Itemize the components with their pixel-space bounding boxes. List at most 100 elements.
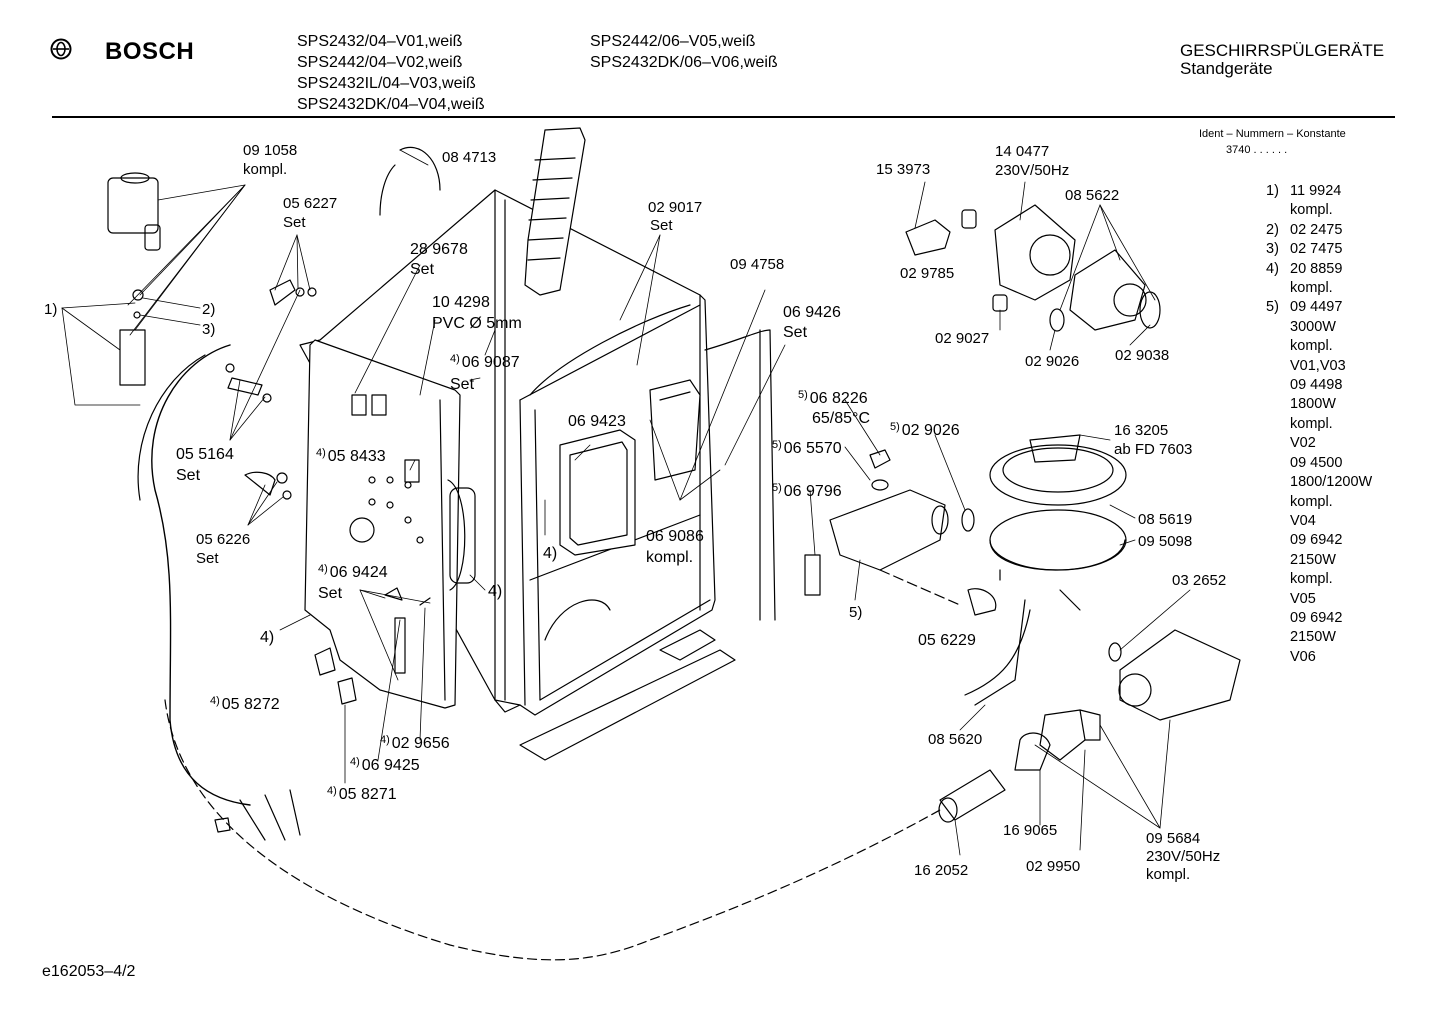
footnote-ref: 4) — [318, 563, 328, 575]
part-label: 14 0477 — [995, 143, 1050, 160]
part-label: 28 9678 — [410, 241, 468, 258]
part-label: 08 5622 — [1065, 187, 1120, 204]
part-label: 02 9950 — [1026, 858, 1081, 875]
part-label: Set — [783, 324, 808, 341]
part-label: 02 9017 — [648, 199, 703, 216]
parts-list-number: 5) — [1266, 299, 1279, 316]
tub-frame — [299, 189, 716, 716]
drain-pump — [938, 629, 1241, 823]
parts-list-item: 1)11 9924 kompl. — [1266, 182, 1372, 221]
part-label: Set — [410, 261, 435, 278]
part-label: 16 9065 — [1003, 822, 1058, 839]
parts-list-item: 3)02 7475 — [1266, 240, 1372, 259]
part-label: 09 4758 — [730, 256, 785, 273]
part-number: 05 8272 — [221, 696, 280, 713]
parts-list-number: 4) — [1266, 260, 1279, 277]
model-line: SPS2432DK/06–V06,weiß — [590, 54, 778, 71]
sump-heater — [804, 434, 1127, 706]
parts-list-line: 1800W — [1290, 396, 1336, 413]
ident-value: 3740 . . . . . . — [1226, 144, 1288, 156]
parts-list-line: 2150W — [1290, 551, 1336, 568]
dashed-connection-line — [164, 699, 941, 961]
parts-list-item: 4)20 8859 kompl. — [1266, 260, 1372, 299]
part-label: 05 6226 — [196, 531, 251, 548]
parts-list-item: 5)09 4497 3000W kompl. V01,V03 09 4498 1… — [1266, 298, 1372, 667]
model-line: SPS2432DK/04–V04,weiß — [297, 96, 485, 113]
part-label: 03 2652 — [1172, 572, 1227, 589]
footnote-ref: 4) — [380, 734, 390, 746]
part-label: 09 5684 — [1146, 830, 1201, 847]
part-label: Set — [650, 217, 673, 234]
part-label: 05 6229 — [918, 632, 976, 649]
side-panel — [304, 339, 476, 709]
part-label: 5)06 5570 — [772, 439, 842, 458]
part-label: ab FD 7603 — [1114, 441, 1193, 458]
drawing-number: e162053–4/2 — [42, 963, 136, 980]
pump-motor — [905, 204, 1161, 332]
part-label: 4) — [543, 545, 558, 562]
parts-list-number: 1) — [1266, 183, 1279, 199]
model-list-2: SPS2442/06–V05,weiß SPS2432DK/06–V06,wei… — [590, 31, 778, 73]
parts-list-item: 2)02 2475 — [1266, 221, 1372, 240]
ident-title: Ident – Nummern – Konstante — [1199, 128, 1346, 140]
parts-list-line: 11 9924 — [1290, 183, 1342, 199]
part-label: 4) — [488, 583, 503, 600]
part-label: 09 1058 — [243, 142, 298, 159]
part-number: 02 9026 — [901, 422, 960, 439]
part-label: 4) — [260, 629, 275, 646]
part-label: 4)02 9656 — [380, 734, 450, 753]
part-number: 06 9425 — [361, 757, 420, 774]
part-label: 230V/50Hz — [1146, 848, 1221, 865]
parts-list-line: V05 — [1290, 590, 1316, 607]
part-label: 08 4713 — [442, 149, 497, 166]
leader-lines — [61, 149, 1191, 856]
base-strips — [519, 629, 736, 761]
part-label: 1) — [44, 301, 58, 318]
inlet-valve — [107, 172, 161, 386]
part-label: 02 9027 — [935, 330, 990, 347]
part-label: PVC Ø 5mm — [432, 315, 522, 332]
footnote-ref: 4) — [210, 695, 220, 707]
part-label: 02 9038 — [1115, 347, 1170, 364]
part-label: Set — [196, 550, 219, 567]
part-label: 4)05 8271 — [327, 785, 397, 804]
part-label: 65/85°C — [812, 410, 870, 427]
door-seal — [559, 379, 701, 556]
parts-list-line: V02 — [1290, 435, 1316, 452]
part-label: 02 9785 — [900, 265, 955, 282]
part-label: 5)06 8226 — [798, 389, 868, 408]
part-number: 06 9087 — [461, 354, 520, 371]
parts-list-line: V06 — [1290, 648, 1316, 665]
parts-list-line: V04 — [1290, 512, 1316, 529]
part-number: 06 5570 — [783, 440, 842, 457]
header-divider — [52, 116, 1395, 118]
model-line: SPS2442/06–V05,weiß — [590, 33, 756, 50]
part-label: 16 3205 — [1114, 422, 1169, 439]
model-list-1: SPS2432/04–V01,weiß SPS2442/04–V02,weiß … — [297, 31, 485, 115]
appliance-category: GESCHIRRSPÜLGERÄTE — [1180, 41, 1385, 60]
hoses — [137, 146, 776, 841]
parts-list-line: 09 6942 — [1290, 532, 1343, 549]
part-label: 16 2052 — [914, 862, 969, 879]
part-label: 5) — [849, 604, 863, 621]
part-label: 06 9423 — [568, 413, 626, 430]
part-number: 06 9796 — [783, 483, 842, 500]
parts-list-line: 2150W — [1290, 629, 1336, 646]
part-label: 06 9086 — [646, 528, 704, 545]
part-label: 05 6227 — [283, 195, 338, 212]
brand-name: BOSCH — [105, 38, 195, 65]
part-label: 5)02 9026 — [890, 421, 960, 440]
parts-list-line: kompl. — [1290, 571, 1333, 588]
part-label: 4)06 9424 — [318, 563, 388, 582]
parts-list-line: 20 8859 — [1290, 260, 1343, 277]
part-label: 08 5619 — [1138, 511, 1193, 528]
part-label: 3) — [202, 321, 216, 338]
parts-list-line: 3000W — [1290, 318, 1336, 335]
parts-list-line: 09 4500 — [1290, 454, 1343, 471]
parts-list-line: 09 6942 — [1290, 609, 1343, 626]
small-parts — [214, 279, 431, 833]
footnote-ref: 4) — [350, 756, 360, 768]
ribbed-cover — [524, 127, 586, 296]
parts-list-line: 09 4497 — [1290, 299, 1343, 316]
parts-list-number: 2) — [1266, 221, 1279, 238]
